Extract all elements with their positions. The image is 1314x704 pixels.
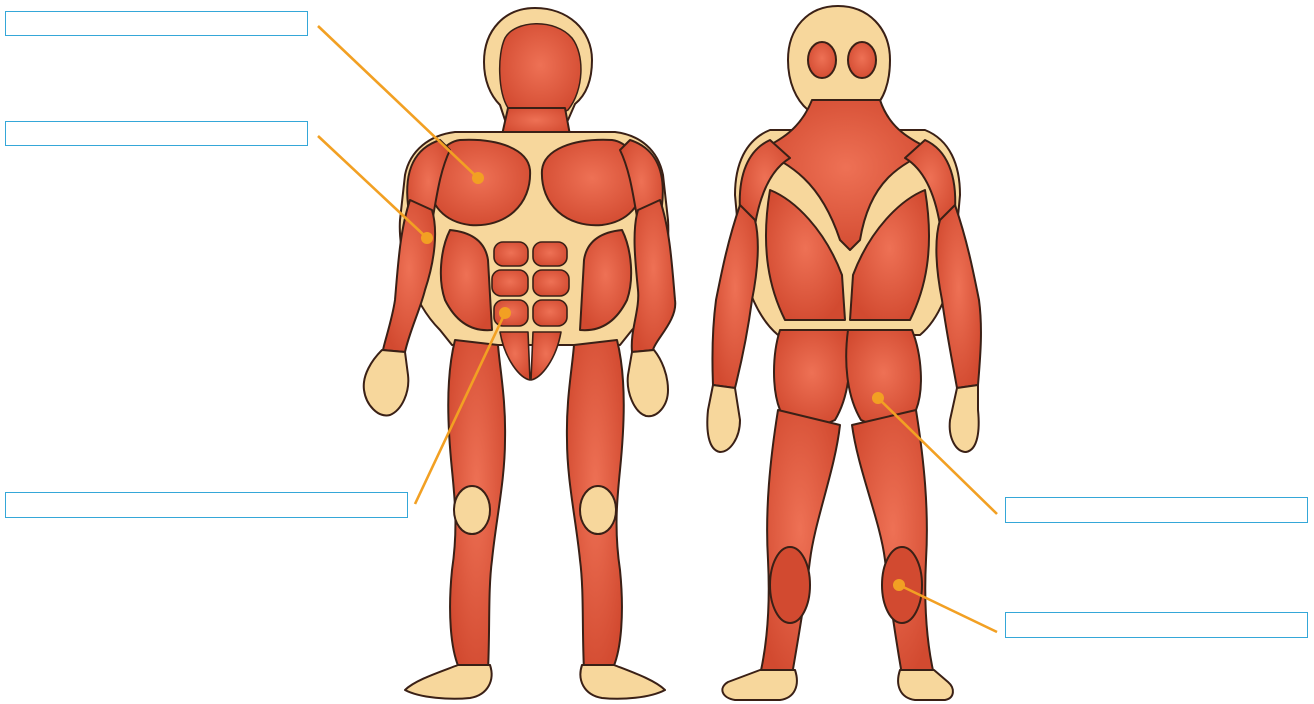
- label-box-calf[interactable]: [1005, 612, 1308, 638]
- front-foot-left: [405, 665, 492, 699]
- label-box-biceps[interactable]: [5, 121, 308, 146]
- back-arm-left: [712, 205, 757, 388]
- leader-dot-chest: [472, 172, 484, 184]
- leader-dot-gluteus: [872, 392, 884, 404]
- front-hand-right: [628, 350, 668, 416]
- back-head-muscle-right: [848, 42, 876, 78]
- leader-dot-calf: [893, 579, 905, 591]
- back-leg-left: [760, 410, 840, 675]
- front-foot-right: [580, 665, 665, 699]
- back-leg-right: [852, 410, 934, 675]
- label-box-chest[interactable]: [5, 11, 308, 36]
- back-arm-right: [936, 205, 981, 388]
- back-figure: [707, 6, 981, 700]
- back-head-muscle-left: [808, 42, 836, 78]
- leader-line-chest: [318, 26, 478, 178]
- back-foot-right: [898, 670, 953, 700]
- front-knee-right: [580, 486, 616, 534]
- front-hand-left: [364, 350, 409, 415]
- back-hand-left: [707, 385, 740, 452]
- front-face-muscles: [500, 24, 581, 116]
- back-calf-left: [770, 547, 810, 623]
- label-box-abdominals[interactable]: [5, 492, 408, 518]
- leader-dot-abdominals: [499, 307, 511, 319]
- back-foot-left: [722, 670, 796, 700]
- back-hand-right: [950, 385, 979, 452]
- front-knee-left: [454, 486, 490, 534]
- front-figure: [364, 8, 676, 699]
- leader-dot-biceps: [421, 232, 433, 244]
- label-box-gluteus[interactable]: [1005, 497, 1308, 523]
- front-neck: [502, 108, 570, 135]
